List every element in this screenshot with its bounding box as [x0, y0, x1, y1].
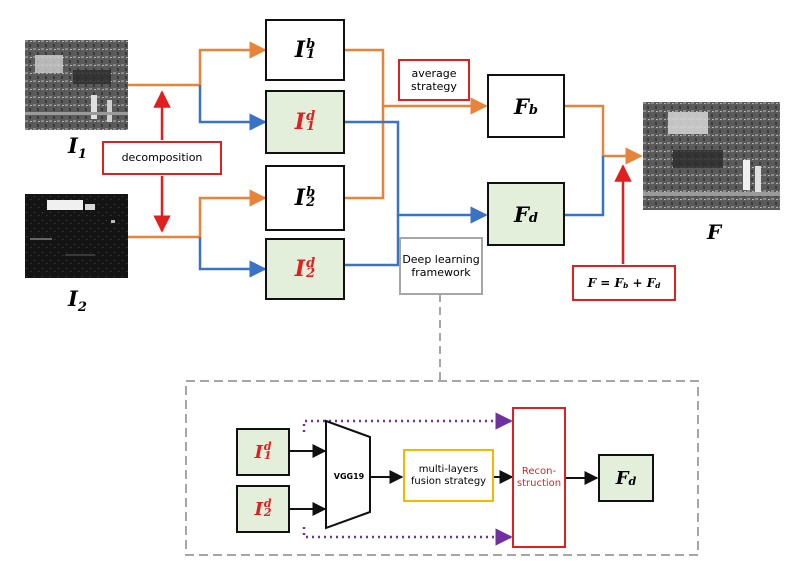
input-image-2 [25, 194, 128, 278]
framework-border [185, 380, 699, 556]
input-label-1: I1 [68, 133, 87, 162]
wire-i1-split [128, 41, 267, 131]
wire-to-output [565, 104, 643, 264]
wire-base-to-fb [345, 48, 488, 200]
output-image [643, 102, 780, 210]
output-label: F [707, 220, 722, 244]
vgg19-label: VGG19 [333, 471, 365, 481]
decomposition-box: decomposition [102, 141, 222, 175]
input-label-2: I2 [68, 286, 87, 315]
deep-learning-box: Deep learning framework [399, 237, 483, 295]
wire-framework [290, 412, 599, 546]
fusion-strategy-box: multi-layers fusion strategy [403, 449, 494, 502]
vgg19-block [325, 419, 371, 530]
input-image-1 [25, 40, 128, 130]
average-strategy-box: average strategy [398, 59, 470, 101]
wire-i2-split [128, 189, 267, 278]
reconstruction-box: Recon-struction [512, 407, 566, 548]
wire-detail-to-fd [345, 120, 488, 267]
